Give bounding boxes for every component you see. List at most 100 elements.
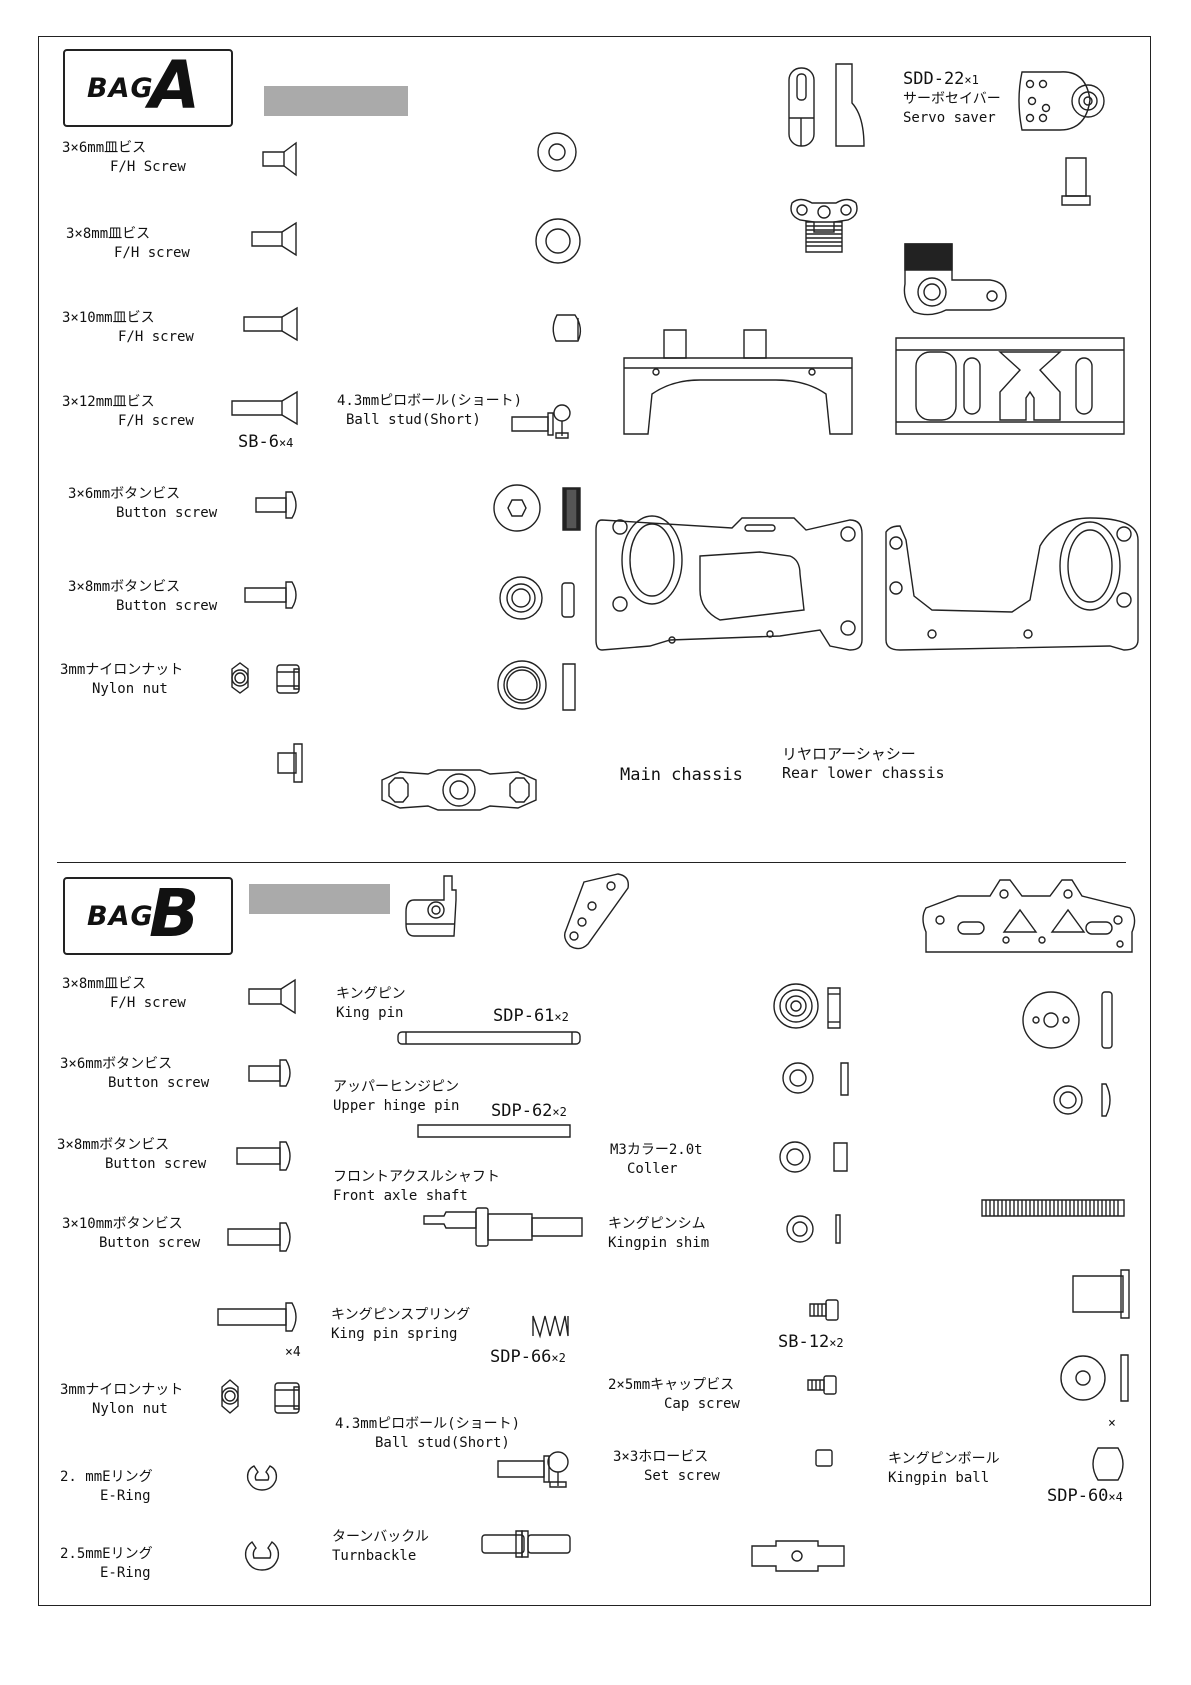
kingpin-ball-icon xyxy=(1093,1448,1123,1480)
bag-a-ball-stud-label: 4.3mmピロボール(ショート)Ball stud(Short) xyxy=(337,393,523,428)
ball-cup-icon xyxy=(789,68,814,146)
washer-icon xyxy=(498,661,546,709)
flat-head-screw-icon xyxy=(244,308,297,340)
washer-side-icon xyxy=(1121,1355,1128,1401)
hex-socket-screw-top-icon xyxy=(494,485,540,531)
nylon-nut-icon xyxy=(277,665,299,693)
washer-icon xyxy=(500,577,542,619)
x-mark: × xyxy=(1108,1416,1116,1431)
bag-b-badge: BAG B xyxy=(63,877,233,955)
main-chassis-caption: Main chassis xyxy=(620,765,743,785)
cap-screw-icon xyxy=(808,1376,836,1394)
king-pin-code: SDP-61×2 xyxy=(493,1006,569,1026)
servo-horn-icon xyxy=(791,200,857,253)
button-head-screw-icon xyxy=(245,582,296,608)
steering-knuckle-arm-icon xyxy=(904,244,1006,315)
bulkhead-icon xyxy=(624,330,852,434)
washer-side-icon xyxy=(1102,1084,1110,1116)
bag-a-letter: A xyxy=(149,47,201,124)
link-plate-icon xyxy=(565,874,629,949)
washer-icon xyxy=(538,133,576,171)
holder-plate-icon xyxy=(752,1541,844,1571)
cap-screw-icon xyxy=(810,1300,838,1320)
bag-b-x4: ×4 xyxy=(285,1345,301,1360)
rear-lower-chassis-icon xyxy=(886,518,1138,650)
servo-saver-icon xyxy=(1019,72,1104,130)
button-head-screw-icon xyxy=(228,1223,290,1251)
flanged-collar-icon xyxy=(278,744,302,782)
spring-icon xyxy=(533,1316,568,1336)
washer-icon xyxy=(536,219,580,263)
collar-icon xyxy=(780,1142,810,1172)
flanged-bushing-icon xyxy=(1062,158,1090,205)
flat-head-screw-icon xyxy=(263,143,296,175)
flat-head-screw-icon xyxy=(252,223,296,255)
set-screw-icon xyxy=(816,1450,832,1466)
nylon-nut-icon xyxy=(232,663,248,693)
washer-icon xyxy=(783,1063,813,1093)
bearing-side-icon xyxy=(828,988,840,1028)
nylon-nut-icon xyxy=(275,1383,299,1413)
bag-a-word: BAG xyxy=(87,73,154,104)
button-head-screw-icon xyxy=(237,1142,290,1170)
sb12-code: SB-12×2 xyxy=(778,1332,844,1352)
kingpin-ball-code: SDP-60×4 xyxy=(1047,1486,1123,1506)
hub-plate-icon xyxy=(1023,992,1079,1048)
front-axle-shaft-icon xyxy=(424,1208,582,1246)
collar-side-icon xyxy=(834,1143,847,1171)
threaded-rod-icon xyxy=(982,1200,1124,1216)
sb6-code: SB-6×4 xyxy=(238,432,294,452)
upper-hinge-pin-icon xyxy=(418,1125,570,1137)
ball-stud-icon xyxy=(498,1452,568,1487)
hub-plate-side-icon xyxy=(1102,992,1112,1048)
steering-bridge-icon xyxy=(382,770,536,810)
ball-stud-icon xyxy=(512,405,570,438)
steering-block-icon xyxy=(406,876,456,936)
nylon-nut-icon xyxy=(222,1380,238,1413)
servo-arm-side-icon xyxy=(836,64,864,146)
bag-a-gray-bar xyxy=(264,86,408,116)
turnbuckle-icon xyxy=(482,1531,570,1557)
button-head-screw-icon xyxy=(218,1303,296,1331)
page-frame xyxy=(38,36,1151,1606)
flat-head-screw-icon xyxy=(232,392,297,424)
section-divider xyxy=(57,862,1126,863)
king-pin-spring-code: SDP-66×2 xyxy=(490,1347,566,1367)
bearing-icon xyxy=(774,984,818,1028)
bushing-side-icon xyxy=(563,664,575,710)
washer-icon xyxy=(1054,1086,1082,1114)
washer-icon xyxy=(1061,1356,1105,1400)
chassis-plate-icon xyxy=(896,338,1124,434)
flanged-bushing-icon xyxy=(1073,1270,1129,1318)
bushing-side-icon xyxy=(562,583,574,617)
shim-icon xyxy=(787,1216,813,1242)
servo-saver-label: SDD-22×1 サーボセイバー Servo saver xyxy=(903,69,1001,127)
bag-a-badge: BAG A xyxy=(63,49,233,127)
bag-b-ball-stud-label: 4.3mmピロボール(ショート)Ball stud(Short) xyxy=(335,1416,521,1451)
upper-hinge-pin-code: SDP-62×2 xyxy=(491,1101,567,1121)
main-chassis-icon xyxy=(596,516,862,650)
